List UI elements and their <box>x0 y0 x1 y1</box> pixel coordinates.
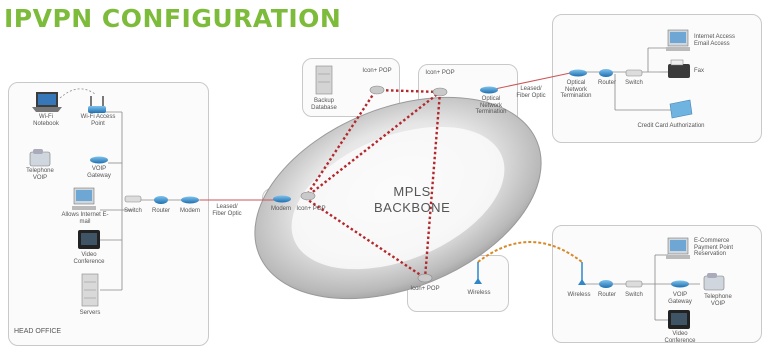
video-conference-label: Video Conference <box>73 252 105 265</box>
leased-line-top <box>489 71 576 91</box>
br-switch-label: Switch <box>625 292 643 298</box>
allows-internet-label: Allows Internet E-mail <box>61 212 109 225</box>
wireless-arc <box>477 241 583 263</box>
backbone-links <box>303 88 442 279</box>
head-office-router-icon <box>154 196 168 204</box>
internet-computer-icon <box>666 29 690 51</box>
head-office-modem-label: Modem <box>179 208 200 214</box>
bottom-pop-wireless-antenna-icon <box>474 262 482 284</box>
voip-gateway-label: VOIP Gateway <box>87 166 111 179</box>
bottom-right-voip-gateway-icon <box>671 280 689 288</box>
bottom-pop-router-icon <box>417 273 433 283</box>
mpls-line-2: BACKBONE <box>374 200 451 215</box>
bottom-right-telephone-icon <box>703 273 725 291</box>
top-right-panel <box>552 14 762 143</box>
fax-icon <box>668 59 690 78</box>
bottom-right-switch-icon <box>625 280 643 288</box>
top-pop-label: Icon+ POP <box>425 70 455 76</box>
br-ecommerce-label: E-Commerce Payment Point Reservation <box>694 238 734 257</box>
tr-optical-label: Optical Network Termination <box>560 80 592 99</box>
video-conference-icon <box>78 230 100 249</box>
wifi-notebook-icon <box>32 92 62 112</box>
tr-internet-label: Internet Access Email Access <box>694 34 736 47</box>
br-router-label: Router <box>597 292 616 298</box>
head-office-label: HEAD OFFICE <box>14 328 62 335</box>
credit-card-terminal-icon <box>669 99 693 119</box>
bottom-right-wireless-antenna-icon <box>578 262 586 285</box>
head-office-switch-icon <box>124 195 142 203</box>
head-office-modem-icon <box>181 196 199 204</box>
desktop-computer-icon <box>72 187 96 210</box>
servers-label: Servers <box>79 310 101 316</box>
leased-left-label: Leased/ Fiber Optic <box>212 204 242 217</box>
top-pop-router-icon <box>432 87 448 97</box>
wifi-notebook-label: Wi-Fi Notebook <box>33 114 59 127</box>
backup-pop-label: Icon+ POP <box>362 68 392 74</box>
top-pop-optical-label: Optical Network Termination <box>475 96 507 115</box>
top-right-switch-icon <box>625 69 643 77</box>
center-pop-label: Icon+ POP <box>296 206 326 212</box>
servers-icon <box>81 273 99 307</box>
bottom-pop-label: Icon+ POP <box>410 286 440 292</box>
br-video-conference-label: Video Conference <box>664 331 696 344</box>
backup-pop-router-icon <box>369 85 385 95</box>
top-right-optical-termination-icon <box>569 69 587 77</box>
center-pop-router-icon <box>300 191 316 201</box>
center-modem-label: Modem <box>270 206 291 212</box>
center-modem-icon <box>273 195 291 203</box>
leased-top-label: Leased/ Fiber Optic <box>516 86 546 99</box>
top-pop-optical-termination-icon <box>480 86 498 94</box>
telephone-voip-icon <box>29 149 51 167</box>
page-title: IPVPN CONFIGURATION <box>4 4 342 33</box>
top-right-router-icon <box>599 69 613 77</box>
mpls-backbone-label: MPLS BACKBONE <box>374 184 450 216</box>
mpls-backbone-cloud <box>254 96 542 300</box>
backup-db-label: Backup Database <box>311 98 337 111</box>
tr-router-label: Router <box>597 80 616 86</box>
ecommerce-computer-icon <box>666 237 690 259</box>
tr-credit-card-label: Credit Card Authorization <box>637 123 705 129</box>
bottom-pop-wireless-label: Wireless <box>467 290 491 296</box>
br-telephone-label: Telephone VOIP <box>704 294 732 307</box>
mpls-line-1: MPLS <box>393 184 431 199</box>
tr-switch-label: Switch <box>625 80 643 86</box>
bottom-right-router-icon <box>599 280 613 288</box>
br-wireless-label: Wireless <box>567 292 591 298</box>
top-right-wiring <box>585 47 672 111</box>
br-voip-gateway-label: VOIP Gateway <box>668 292 692 305</box>
head-office-panel <box>8 82 209 346</box>
voip-gateway-icon <box>90 156 108 164</box>
wifi-ap-label: Wi-Fi Access Point <box>80 114 116 127</box>
wifi-access-point-icon <box>88 96 106 113</box>
bottom-right-video-conference-icon <box>668 310 690 329</box>
backup-database-server-icon <box>315 65 333 95</box>
head-office-switch-label: Switch <box>124 208 142 214</box>
head-office-router-label: Router <box>151 208 170 214</box>
tr-fax-label: Fax <box>694 68 705 74</box>
telephone-voip-label: Telephone VOIP <box>26 168 54 181</box>
